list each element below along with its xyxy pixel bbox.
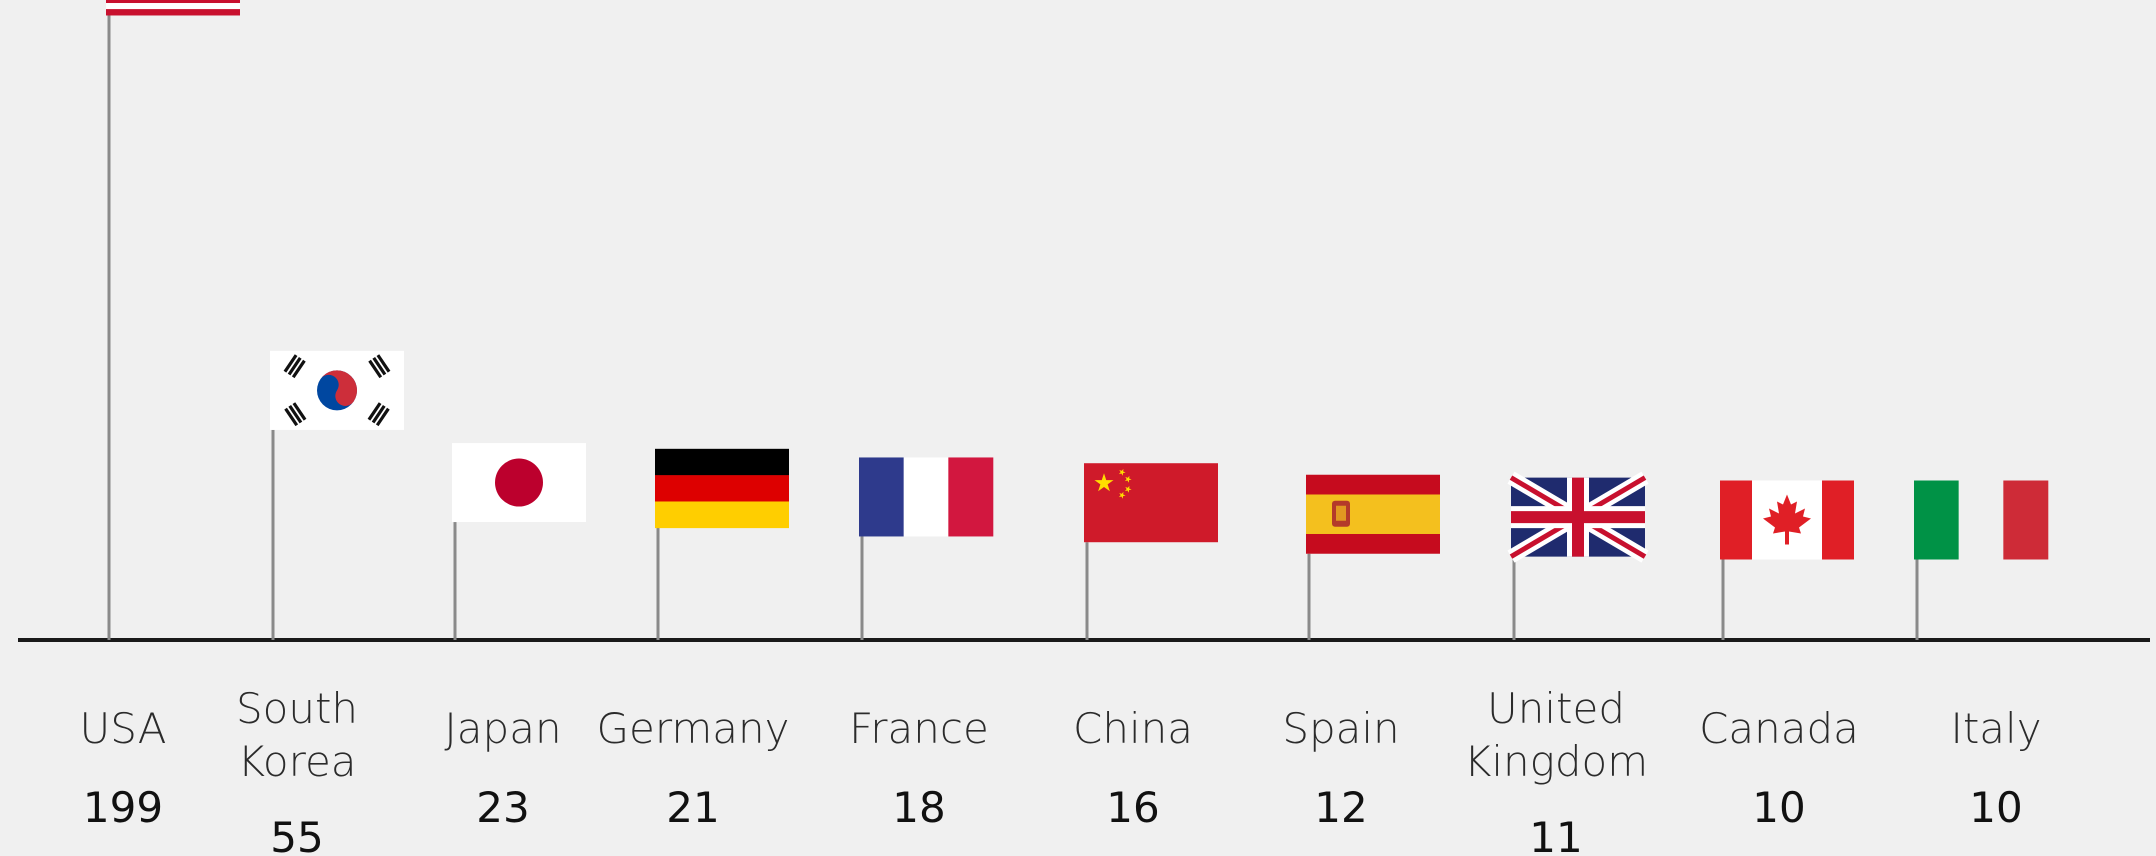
- value-label: 16: [1106, 783, 1159, 832]
- category-label: Germany: [596, 704, 789, 753]
- value-label: 11: [1529, 813, 1582, 856]
- value-label: 18: [892, 783, 945, 832]
- spain-flag-icon: [1306, 474, 1440, 554]
- category-label: Spain: [1282, 704, 1399, 753]
- category-label: USA: [80, 704, 167, 753]
- category-label: Italy: [1950, 704, 2041, 753]
- value-label: 10: [1752, 783, 1805, 832]
- south-korea-flag-icon: [270, 350, 404, 430]
- category-label: France: [849, 704, 989, 753]
- china-flag-icon: [1084, 463, 1218, 543]
- category-label: Korea: [237, 737, 356, 786]
- canada-flag-icon: [1720, 480, 1854, 560]
- value-label: 55: [270, 813, 323, 856]
- italy-flag-icon: [1914, 480, 2049, 560]
- united-kingdom-flag-icon: [1507, 471, 1649, 563]
- value-label: 12: [1314, 783, 1367, 832]
- category-label: China: [1073, 704, 1193, 753]
- category-label: Kingdom: [1464, 737, 1648, 786]
- value-label: 23: [476, 783, 529, 832]
- value-label: 199: [83, 783, 163, 832]
- germany-flag-icon: [655, 448, 789, 529]
- value-label: 21: [666, 783, 719, 832]
- value-label: 10: [1969, 783, 2022, 832]
- category-label: South: [236, 684, 358, 733]
- category-label: Canada: [1699, 704, 1859, 753]
- category-label: United: [1487, 684, 1625, 733]
- france-flag-icon: [859, 457, 994, 537]
- usa-flag-icon: [106, 0, 240, 16]
- japan-flag-icon: [452, 443, 586, 523]
- category-label: Japan: [444, 704, 561, 753]
